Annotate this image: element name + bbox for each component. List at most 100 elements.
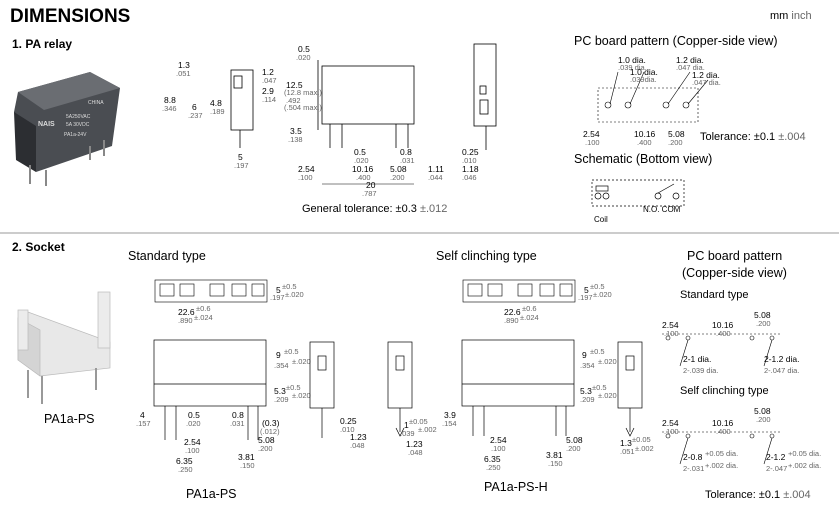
self-clinching-title: Self clinching type [436, 249, 537, 263]
sockh-5-08: 5.08 [566, 435, 583, 445]
socket-std-end-dims: 0.25 .010 1.23 .048 [340, 416, 367, 450]
qpcb-2-1-2: 2-1.2 [766, 452, 786, 462]
dim-6-inch: .237 [188, 111, 203, 120]
sock-0-3: (0.3) [262, 418, 280, 428]
dim-8-8-inch: .346 [162, 104, 177, 113]
socket-product-label: PA1a-PS [44, 412, 95, 426]
pcb-10-16-inch: .400 [637, 138, 652, 147]
relay-front-dims: 0.5 .020 12.5 (12.8 max.) .492 (.504 max… [284, 44, 444, 198]
sockh-1-tol: ±0.05 [409, 417, 428, 426]
dim-4-8: 4.8 [210, 98, 222, 108]
pcb-2-54: 2.54 [583, 129, 600, 139]
qpcb-2-0-8-tol: +0.05 dia. [705, 449, 738, 458]
pcb-10-16: 10.16 [634, 129, 656, 139]
pcb-1-0-dia-a: 1.0 dia. [618, 55, 646, 65]
dim-0-5-top-inch: .020 [296, 53, 311, 62]
sockh-1-3-inch-tol: ±.002 [635, 444, 654, 453]
sockh-1-inch-tol: ±.002 [418, 425, 437, 434]
sock-5-08: 5.08 [258, 435, 275, 445]
sockh-5-08-inch: .200 [566, 444, 581, 453]
dim-0-25: 0.25 [462, 147, 479, 157]
relay-print-rating2: 5A 30VDC [66, 122, 90, 128]
sockh-5-3-tol: ±0.5 [592, 383, 607, 392]
sock-9-inch: .354 [274, 361, 289, 370]
dim-3-5-inch: .138 [288, 135, 303, 144]
sock-0-8-inch: .031 [230, 419, 245, 428]
relay-print-model: PA1a-24V [64, 132, 87, 138]
relay-print-origin: CHINA [88, 100, 104, 106]
sock-0-3-inch: (.012) [260, 427, 280, 436]
relay-end-view [473, 43, 497, 150]
sock-22-6-inch-tol: ±.024 [194, 313, 213, 322]
sockh-22-6-tol: ±0.6 [522, 304, 537, 313]
sockh-9-inch: .354 [580, 361, 595, 370]
sockh-22-6: 22.6 [504, 307, 521, 317]
pcb-5-08-inch: .200 [668, 138, 683, 147]
sockh-3-9: 3.9 [444, 410, 456, 420]
dim-1-3: 1.3 [178, 60, 190, 70]
sock-2-54: 2.54 [184, 437, 201, 447]
socket-std-top [154, 279, 268, 303]
sock-5-inch: .197 [270, 293, 285, 302]
sock-22-6-inch: .890 [178, 316, 193, 325]
dim-5-08-inch: .200 [390, 173, 405, 182]
sock-22-6: 22.6 [178, 307, 195, 317]
relay-front-view [317, 60, 415, 148]
dim-2-54-inch: .100 [298, 173, 313, 182]
sockh-5-3-inch: .209 [580, 395, 595, 404]
spcb-2-1-2-dia-inch: 2-.047 dia. [764, 366, 799, 375]
sockh-1-23: 1.23 [406, 439, 423, 449]
pa1a-ps-label: PA1a-PS [186, 487, 237, 501]
sockh-5-tol: ±0.5 [590, 282, 605, 291]
spcb-5-08-inch: .200 [756, 319, 771, 328]
sockh-5-3: 5.3 [580, 386, 592, 396]
socket-pcb-self-dims: 2.54 .100 10.16 .400 5.08 .200 2-0.8 +0.… [662, 406, 821, 473]
spcb-5-08: 5.08 [754, 310, 771, 320]
qpcb-10-16: 10.16 [712, 418, 734, 428]
sock-5-08-inch: .200 [258, 444, 273, 453]
sock-5-3-tol: ±0.5 [286, 383, 301, 392]
dim-0-5-top: 0.5 [298, 44, 310, 54]
socket-h-front [461, 339, 575, 436]
socket-pcb-title-1: PC board pattern [687, 249, 783, 263]
sockh-1-3-inch: .051 [620, 447, 635, 456]
pcb-1-2-dia-a-inch: .047 dia. [676, 63, 705, 72]
pcb-pattern-title: PC board pattern (Copper-side view) [574, 34, 778, 48]
sock-3-81-inch: .150 [240, 461, 255, 470]
dim-1-11-inch: .044 [428, 173, 443, 182]
relay-print-brand: NAIS [38, 121, 55, 128]
spcb-2-1-dia-inch: 2-.039 dia. [683, 366, 718, 375]
sockh-5-inch: .197 [578, 293, 593, 302]
sock-5: 5 [276, 285, 281, 295]
dim-2-9-inch: .114 [262, 95, 276, 104]
sock-22-6-tol: ±0.6 [196, 304, 211, 313]
qpcb-2-1-2-tol: +0.05 dia. [788, 449, 821, 458]
sockh-6-35: 6.35 [484, 454, 501, 464]
dim-0-25-inch: .010 [462, 156, 477, 165]
relay-pcb-dims: 1.0 dia. .039 dia. 1.0 dia. .039dia. 1.2… [583, 55, 721, 147]
socket-pcb-title-2: (Copper-side view) [682, 266, 787, 280]
dim-4-8-inch: .189 [210, 107, 225, 116]
dim-1-2-inch: .047 [262, 76, 277, 85]
qpcb-5-08: 5.08 [754, 406, 771, 416]
sock-0-5-inch: .020 [186, 419, 201, 428]
dim-5-inch: .197 [234, 161, 249, 170]
dim-504-max: (.504 max.) [284, 103, 322, 112]
pa1a-ps-h-label: PA1a-PS-H [484, 480, 548, 494]
sock-5-inch-tol: ±.020 [285, 290, 304, 299]
socket-h-front-dims: 9 ±0.5 .354 ±.020 5.3 ±0.5 .209 ±.020 3.… [442, 347, 617, 472]
sockh-9-tol: ±0.5 [590, 347, 605, 356]
sock-3-81: 3.81 [238, 452, 255, 462]
standard-type-title: Standard type [128, 249, 206, 263]
sockh-5-inch-tol: ±.020 [593, 290, 612, 299]
spcb-10-16-inch: .400 [716, 329, 731, 338]
socket-pcb-standard: Standard type [680, 289, 749, 301]
relay-pcb-pattern [597, 71, 709, 123]
sockh-1-inch: .039 [400, 429, 415, 438]
sock-0-5: 0.5 [188, 410, 200, 420]
unit-inch: inch [791, 10, 812, 22]
pcb-1-0-dia-b: 1.0 dia. [630, 67, 658, 77]
relay-end-dims: 0.25 .010 1.18 .046 [462, 147, 479, 182]
sockh-2-54-inch: .100 [491, 444, 506, 453]
